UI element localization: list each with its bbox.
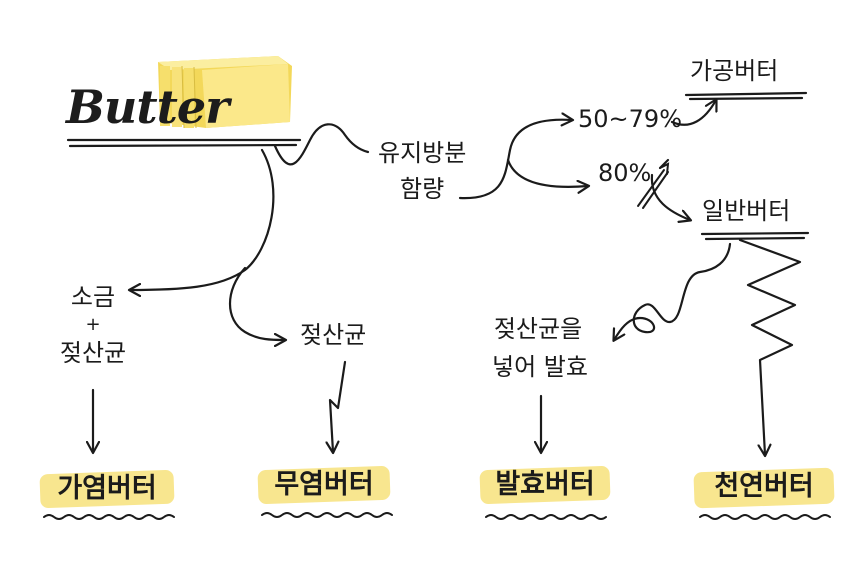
arrow-to-ferment (614, 242, 732, 340)
connector-fat-content (273, 123, 370, 166)
label-fat-content-line2: 함량 (400, 175, 445, 203)
processed-underline (684, 91, 808, 101)
result-highlights (39, 465, 835, 509)
arrow-to-pct-high (506, 158, 588, 187)
arrow-to-unsalted (330, 360, 347, 452)
result-cultured-butter: 발효버터 (495, 469, 595, 500)
result-wavy-underlines (43, 512, 831, 520)
arrow-to-pct-low (458, 120, 572, 200)
logo-underline (66, 138, 302, 148)
arrow-to-processed (670, 100, 716, 126)
label-plus: + (85, 314, 101, 335)
label-lactic-acid-bacteria: 젖산균 (300, 321, 367, 349)
result-salted-butter: 가염버터 (57, 473, 157, 504)
label-fat-content-line1: 유지방분 (378, 139, 467, 167)
label-processed-butter: 가공버터 (690, 57, 779, 85)
label-pct-high: 80% (598, 159, 652, 187)
arrow-to-regular (650, 173, 690, 220)
label-lactic-with-salt: 젖산균 (59, 339, 127, 367)
arrow-to-natural (738, 238, 802, 455)
arrow-to-lactic (228, 266, 285, 340)
butter-logo: Butter (66, 80, 229, 134)
label-lactic-ferment-line1: 젖산균을 (493, 315, 583, 343)
butter-block-illustration (158, 56, 292, 129)
result-natural-butter: 천연버터 (714, 471, 814, 502)
regular-underline (700, 231, 810, 241)
label-salt: 소금 (70, 283, 116, 311)
label-lactic-ferment-line2: 넣어 발효 (492, 353, 588, 381)
label-regular-butter: 일반버터 (702, 197, 791, 225)
result-unsalted-butter: 무염버터 (274, 469, 374, 500)
label-pct-low: 50~79% (578, 105, 682, 133)
arrow-to-salt (130, 148, 275, 290)
